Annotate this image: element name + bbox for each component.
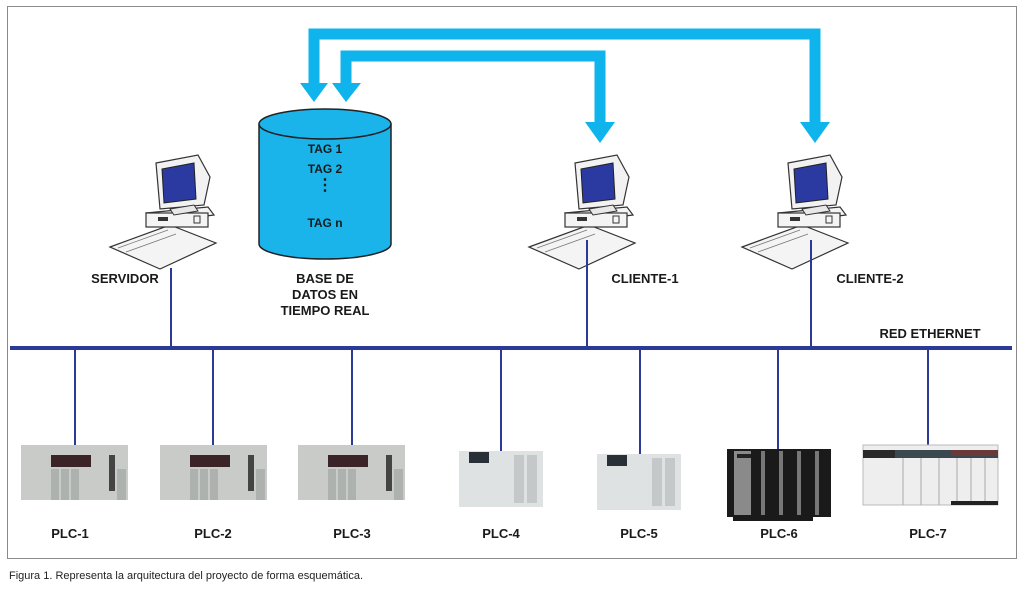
plc5-device-icon bbox=[597, 454, 681, 510]
plc1-device-icon bbox=[21, 445, 128, 500]
plc5-label: PLC-5 bbox=[620, 526, 658, 541]
plc3-device-icon bbox=[298, 445, 405, 500]
server-computer-icon bbox=[109, 154, 217, 270]
plc4-device-icon bbox=[459, 451, 543, 507]
plc3-label: PLC-3 bbox=[333, 526, 371, 541]
network-label: RED ETHERNET bbox=[879, 326, 981, 341]
plc7-device-icon bbox=[862, 444, 999, 506]
client1-computer-icon bbox=[528, 154, 636, 270]
db-tag-n: TAG n bbox=[307, 216, 343, 230]
arrow-db-client2 bbox=[308, 28, 821, 124]
client1-label: CLIENTE-1 bbox=[611, 271, 679, 286]
figure-frame bbox=[7, 6, 1017, 559]
database-label: BASE DE DATOS EN TIEMPO REAL bbox=[280, 271, 370, 318]
arrow-db-client1 bbox=[340, 50, 606, 124]
plc6-label: PLC-6 bbox=[760, 526, 798, 541]
db-tag-1: TAG 1 bbox=[307, 142, 343, 156]
client2-computer-icon bbox=[741, 154, 849, 270]
client2-label: CLIENTE-2 bbox=[836, 271, 904, 286]
db-tag-2: TAG 2 bbox=[307, 162, 343, 176]
plc4-label: PLC-4 bbox=[482, 526, 520, 541]
server-label: SERVIDOR bbox=[91, 271, 159, 286]
arrowhead-db-right bbox=[332, 83, 361, 102]
plc2-device-icon bbox=[160, 445, 267, 500]
figure-caption: Figura 1. Representa la arquitectura del… bbox=[9, 570, 364, 582]
plc1-label: PLC-1 bbox=[51, 526, 89, 541]
plc7-label: PLC-7 bbox=[909, 526, 947, 541]
arrowhead-client1 bbox=[585, 122, 615, 143]
plc2-label: PLC-2 bbox=[194, 526, 232, 541]
data-flow-arrows bbox=[300, 28, 830, 143]
plc6-device-icon bbox=[727, 449, 831, 521]
arrowhead-client2 bbox=[800, 122, 830, 143]
arrowhead-db-left bbox=[300, 83, 328, 102]
ethernet-network bbox=[10, 240, 1012, 455]
db-tag-ellipsis: ⋮ bbox=[317, 177, 333, 194]
database-cylinder bbox=[258, 108, 392, 260]
